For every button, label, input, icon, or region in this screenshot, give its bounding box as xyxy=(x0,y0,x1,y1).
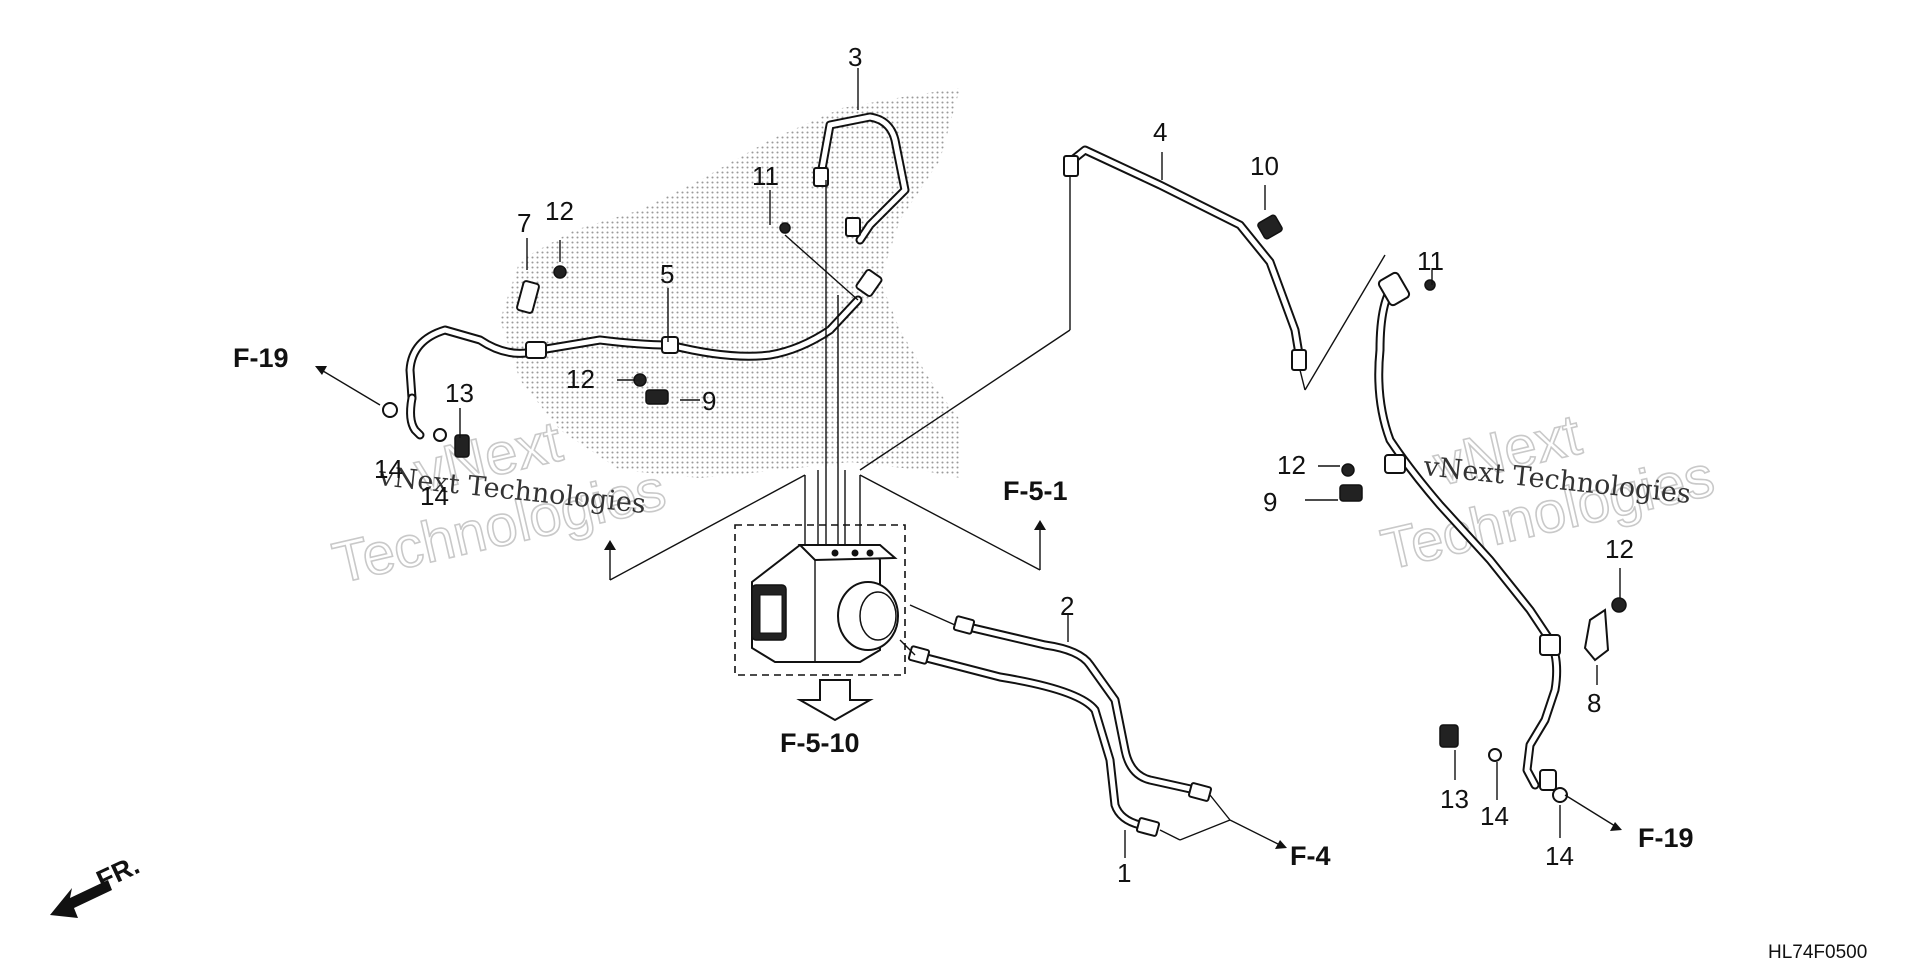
callout-14b: 14 xyxy=(420,481,449,511)
modulator-feed-lines xyxy=(609,175,1386,656)
brake-hose-right xyxy=(1374,271,1562,791)
callout-12d: 12 xyxy=(1605,534,1634,564)
callout-9a: 9 xyxy=(702,386,716,416)
brake-pipe-4 xyxy=(1063,145,1307,371)
brake-hose-left xyxy=(405,269,883,440)
callout-8: 8 xyxy=(1587,688,1601,718)
callout-12a: 12 xyxy=(545,196,574,226)
ref-f5-10: F-5-10 xyxy=(780,728,860,758)
abs-modulator-unit xyxy=(734,524,906,676)
callout-7: 7 xyxy=(517,208,531,238)
ref-f5-1: F-5-1 xyxy=(1003,476,1068,506)
callout-12c: 12 xyxy=(1277,450,1306,480)
callout-13b: 13 xyxy=(1440,784,1469,814)
callout-3: 3 xyxy=(848,42,862,72)
callout-leaders xyxy=(459,68,1621,858)
diagram-code: HL74F0500 xyxy=(1768,942,1867,960)
ref-f4: F-4 xyxy=(1290,841,1331,871)
callout-2: 2 xyxy=(1060,591,1074,621)
front-direction-arrow-icon: FR. xyxy=(50,850,144,918)
callout-14c: 14 xyxy=(1480,801,1509,831)
callout-1: 1 xyxy=(1117,858,1131,888)
callout-12b: 12 xyxy=(566,364,595,394)
callout-11a: 11 xyxy=(752,161,779,191)
callout-5: 5 xyxy=(660,259,674,289)
frame-stipple-shading xyxy=(500,88,960,478)
callout-14a: 14 xyxy=(374,454,403,484)
ref-f19-left: F-19 xyxy=(233,343,289,373)
callout-14d: 14 xyxy=(1545,841,1574,871)
reference-arrows xyxy=(315,366,1622,849)
brake-pipe-3 xyxy=(813,112,910,245)
ref-f19-right: F-19 xyxy=(1638,823,1694,853)
brake-pipes-1-2 xyxy=(907,615,1213,837)
callout-10: 10 xyxy=(1250,151,1279,181)
callout-4: 4 xyxy=(1153,117,1167,147)
callout-11b: 11 xyxy=(1417,246,1444,276)
callout-9b: 9 xyxy=(1263,487,1277,517)
callout-13a: 13 xyxy=(445,378,474,408)
